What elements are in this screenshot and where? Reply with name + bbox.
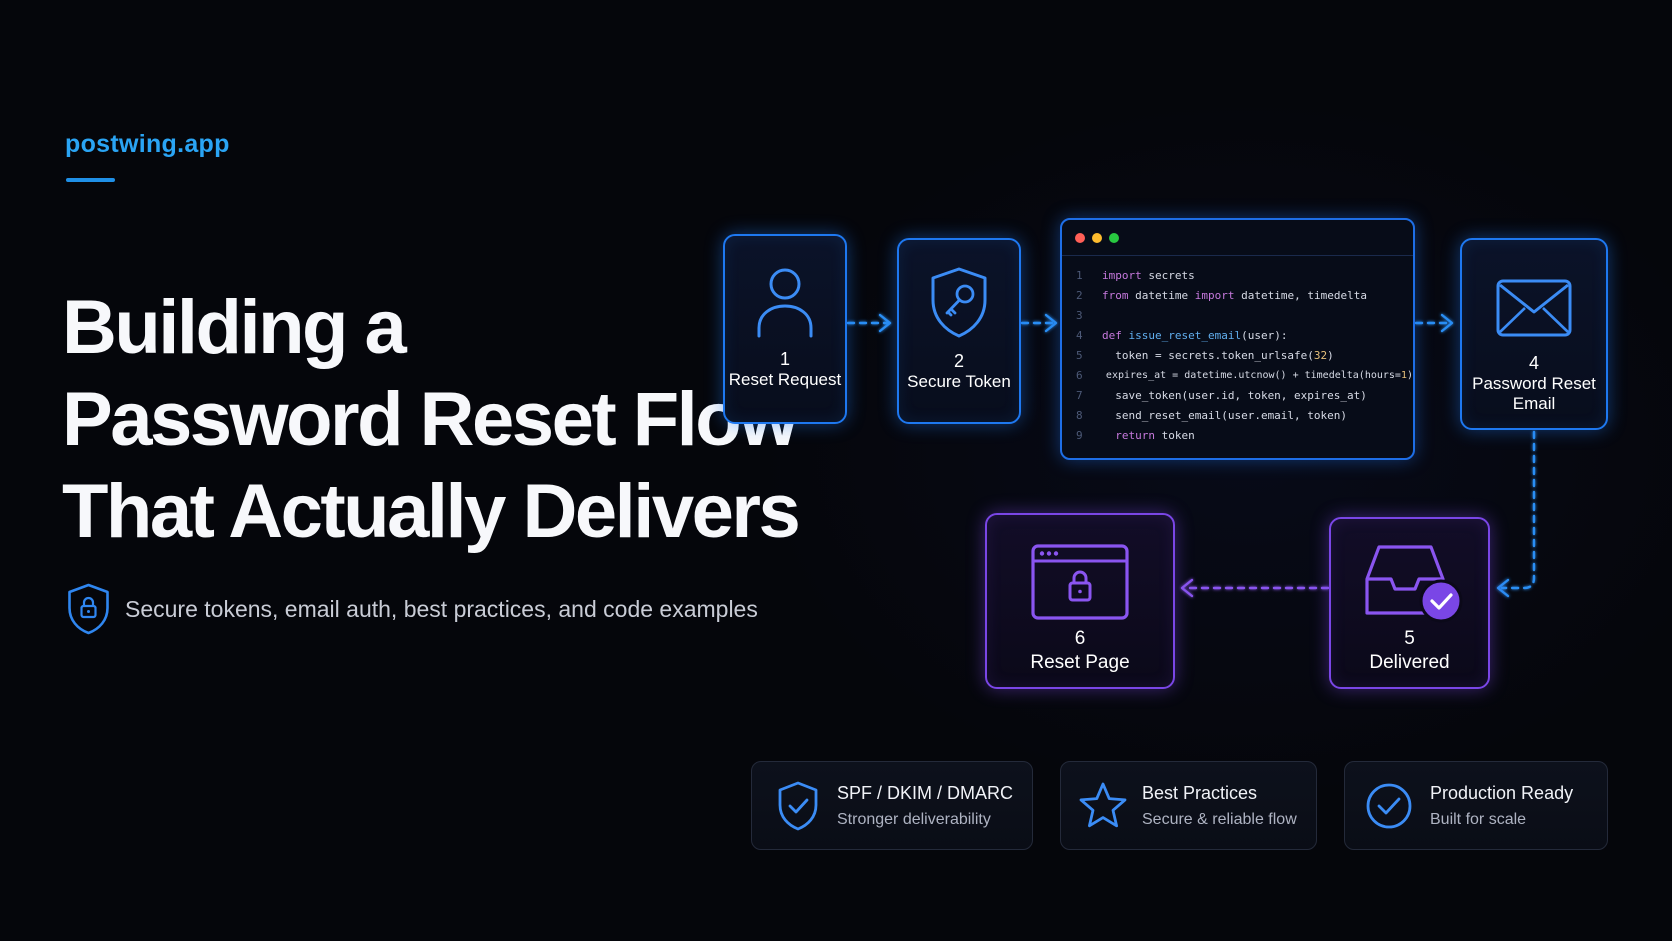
code-line: 7 save_token(user.id, token, expires_at) <box>1076 386 1413 406</box>
inbox-check-icon <box>1364 545 1462 623</box>
shield-lock-icon <box>68 583 109 635</box>
step-6-reset-page[interactable]: 6 Reset Page <box>985 513 1175 689</box>
brand-underline <box>66 178 115 182</box>
arrow-5-to-6 <box>1180 578 1330 598</box>
user-icon <box>757 268 813 338</box>
code-text: import secrets <box>1102 269 1195 282</box>
feature-auth-subtitle: Stronger deliverability <box>837 810 991 828</box>
feature-best-practices-subtitle: Secure & reliable flow <box>1142 810 1297 828</box>
check-circle-icon <box>1366 783 1412 828</box>
step-2-secure-token[interactable]: 2 Secure Token <box>897 238 1021 424</box>
subtitle-row: Secure tokens, email auth, best practice… <box>64 581 758 637</box>
window-minimize-dot[interactable] <box>1092 232 1102 243</box>
envelope-icon <box>1496 279 1572 337</box>
feature-card-production-ready[interactable]: Production Ready Built for scale <box>1344 761 1608 850</box>
code-line: 8 send_reset_email(user.email, token) <box>1076 406 1413 426</box>
headline-line-3: That Actually Delivers <box>62 469 801 554</box>
brand-name[interactable]: postwing.app <box>65 130 230 158</box>
step-4-label-line-2: Email <box>1512 394 1556 413</box>
step-2-label: Secure Token <box>907 372 1011 391</box>
arrow-4-to-5 <box>1496 430 1536 598</box>
step-1-reset-request[interactable]: 1 Reset Request <box>723 234 847 424</box>
feature-auth-title: SPF / DKIM / DMARC <box>837 782 1014 803</box>
feature-card-auth[interactable]: SPF / DKIM / DMARC Stronger deliverabili… <box>751 761 1033 850</box>
window-close-dot[interactable] <box>1075 232 1085 243</box>
step-1-label: Reset Request <box>728 370 842 389</box>
code-line: 6 expires_at = datetime.utcnow() + timed… <box>1076 366 1413 386</box>
step-1-number: 1 <box>779 349 790 369</box>
headline-line-2: Password Reset Flow <box>62 377 798 462</box>
step-4-label-line-1: Password Reset <box>1472 374 1596 393</box>
code-text: send_reset_email(user.email, token) <box>1102 409 1348 422</box>
code-line: 5 token = secrets.token_urlsafe(32) <box>1076 346 1413 366</box>
step-5-delivered[interactable]: 5 Delivered <box>1329 517 1490 689</box>
feature-card-best-practices[interactable]: Best Practices Secure & reliable flow <box>1060 761 1317 850</box>
feature-production-subtitle: Built for scale <box>1430 810 1527 828</box>
star-icon <box>1079 782 1127 827</box>
step-5-label: Delivered <box>1369 652 1450 673</box>
headline: Building a Password Reset Flow That Actu… <box>62 282 801 558</box>
code-line: 9 return token <box>1076 426 1413 446</box>
step-6-label: Reset Page <box>1030 652 1130 673</box>
code-text: return token <box>1115 429 1195 442</box>
headline-line-1: Building a <box>62 285 407 370</box>
code-text: from datetime import datetime, timedelta <box>1102 289 1367 302</box>
step-6-number: 6 <box>1074 628 1086 649</box>
arrow-2-to-code <box>1020 313 1058 333</box>
window-maximize-dot[interactable] <box>1109 232 1119 243</box>
code-text: def issue_reset_email(user): <box>1102 329 1288 342</box>
step-4-number: 4 <box>1528 353 1539 373</box>
code-line: 3 <box>1076 309 1083 322</box>
code-text: token = secrets.token_urlsafe(32) <box>1102 349 1334 362</box>
shield-check-icon <box>778 781 818 830</box>
code-window-titlebar <box>1062 220 1413 256</box>
shield-key-icon <box>931 267 987 338</box>
browser-lock-icon <box>1031 544 1129 620</box>
feature-best-practices-title: Best Practices <box>1142 782 1258 803</box>
arrow-code-to-4 <box>1414 313 1454 333</box>
step-2-number: 2 <box>953 351 964 371</box>
step-5-number: 5 <box>1404 628 1415 649</box>
arrow-1-to-2 <box>846 313 892 333</box>
feature-production-title: Production Ready <box>1430 782 1574 803</box>
code-text: save_token(user.id, token, expires_at) <box>1102 389 1367 402</box>
subtitle-text: Secure tokens, email auth, best practice… <box>125 595 758 622</box>
step-4-password-reset-email[interactable]: 4 Password Reset Email <box>1460 238 1608 430</box>
code-text: expires_at = datetime.utcnow() + timedel… <box>1093 370 1413 381</box>
